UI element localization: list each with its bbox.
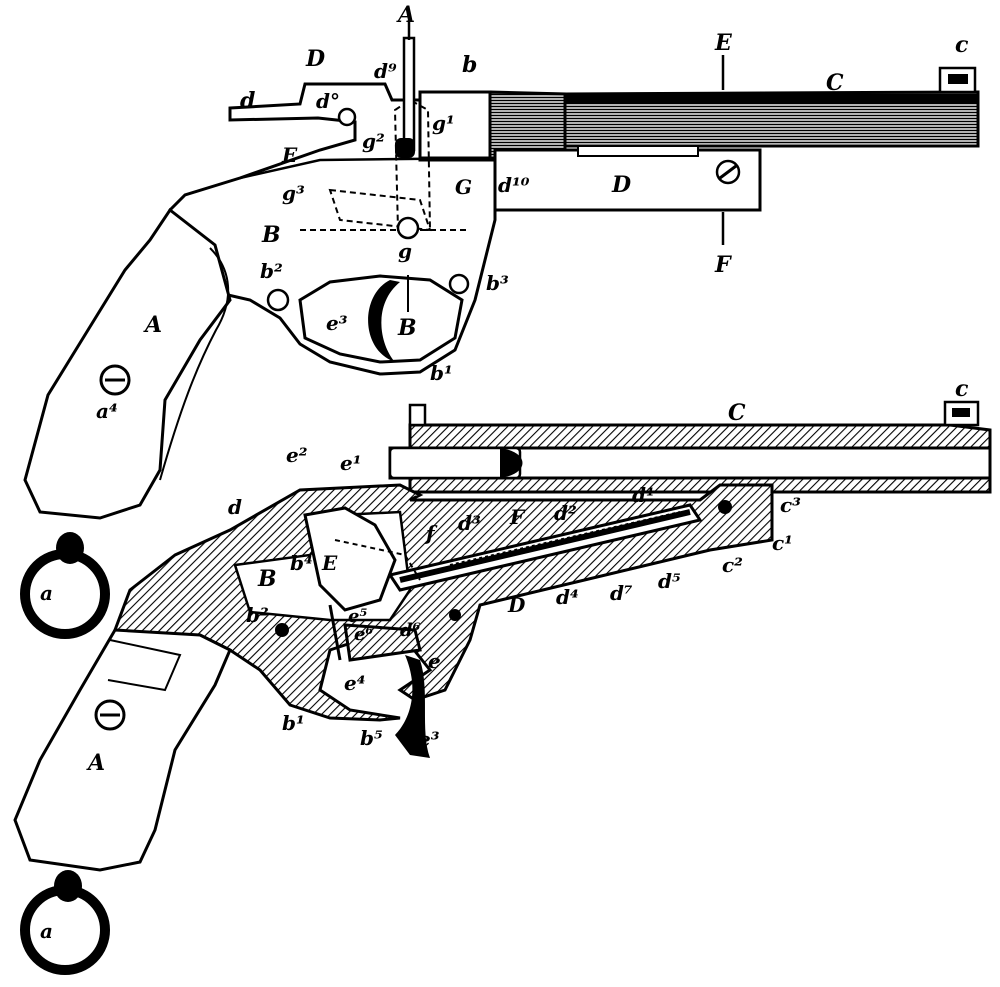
- sec-label-a: a: [40, 919, 53, 943]
- sec-label-c: c: [955, 376, 969, 402]
- sec-label-e5: e⁵: [348, 606, 367, 627]
- section-lanyard-ring: [20, 870, 110, 975]
- section-grip: [13, 628, 232, 872]
- label-C: C: [826, 70, 844, 96]
- sec-label-C: C: [728, 400, 746, 426]
- sec-label-d: d: [228, 495, 242, 519]
- sec-label-e4: e⁴: [344, 671, 365, 695]
- label-g2: g²: [362, 129, 385, 153]
- sec-label-d3: d³: [458, 511, 481, 535]
- sec-label-f: f: [424, 521, 438, 545]
- sec-label-b1: b¹: [282, 711, 305, 735]
- label-b: b: [462, 52, 477, 78]
- label-g3: g³: [282, 181, 305, 205]
- label-E: E: [714, 30, 733, 56]
- section-frame: [113, 483, 774, 758]
- label-G: G: [455, 175, 472, 199]
- label-B-trigger: B: [397, 315, 417, 341]
- sec-label-B: B: [257, 566, 277, 592]
- label-a: a: [40, 581, 53, 605]
- label-E-small: E: [281, 143, 298, 167]
- sec-label-e3: e³: [418, 727, 440, 751]
- label-b2: b²: [260, 259, 283, 283]
- label-a4: a⁴: [96, 399, 118, 423]
- top-frame: [168, 36, 497, 376]
- sec-label-d2: d²: [554, 501, 577, 525]
- sec-label-b4: b⁴: [290, 551, 313, 575]
- sec-label-c1: c¹: [772, 531, 793, 555]
- label-g1: g¹: [432, 111, 455, 135]
- sec-label-E: E: [321, 551, 338, 575]
- sec-label-c2: c²: [722, 553, 743, 577]
- label-d0: d°: [316, 89, 340, 113]
- label-e3: e³: [326, 311, 348, 335]
- label-b1: b¹: [430, 361, 453, 385]
- sec-label-A: A: [86, 750, 105, 776]
- section-barrel: [388, 400, 992, 494]
- label-A: A: [396, 2, 415, 28]
- sec-label-e2: e²: [286, 443, 308, 467]
- sec-label-d6: d⁶: [400, 620, 421, 641]
- top-view: A b c C E F d D D d⁹ d° d¹⁰ g¹ g² g³ G g…: [20, 2, 980, 639]
- label-D-right: D: [611, 172, 631, 198]
- sec-label-d4: d⁴: [556, 585, 579, 609]
- top-barrel: [418, 66, 980, 160]
- sec-label-D: D: [507, 593, 526, 617]
- label-c: c: [955, 32, 969, 58]
- sec-label-d5: d⁵: [658, 569, 681, 593]
- sec-label-d1: d¹: [632, 483, 655, 507]
- sec-label-b2: b²: [246, 603, 269, 627]
- section-view: c C c³ c¹ c² e² e¹ d f d³ F d² d¹ B b⁴ E…: [13, 376, 992, 975]
- label-b3: b³: [486, 271, 509, 295]
- sec-label-c3: c³: [780, 493, 801, 517]
- label-A-grip: A: [143, 312, 162, 338]
- sec-label-d7: d⁷: [610, 581, 633, 605]
- label-F: F: [714, 252, 732, 278]
- label-d10: d¹⁰: [498, 173, 530, 197]
- sec-label-e1: e¹: [340, 451, 361, 475]
- sec-label-e: e: [428, 649, 441, 673]
- label-g: g: [398, 239, 412, 263]
- label-d9: d⁹: [374, 59, 397, 83]
- top-lanyard-ring: [20, 532, 110, 639]
- label-B: B: [261, 222, 281, 248]
- sec-label-b5: b⁵: [360, 726, 383, 750]
- label-d: d: [240, 88, 255, 114]
- top-grip: [23, 207, 232, 520]
- sec-label-F: F: [509, 505, 526, 529]
- sec-label-e6: e⁶: [354, 624, 373, 645]
- label-D-left: D: [305, 46, 325, 72]
